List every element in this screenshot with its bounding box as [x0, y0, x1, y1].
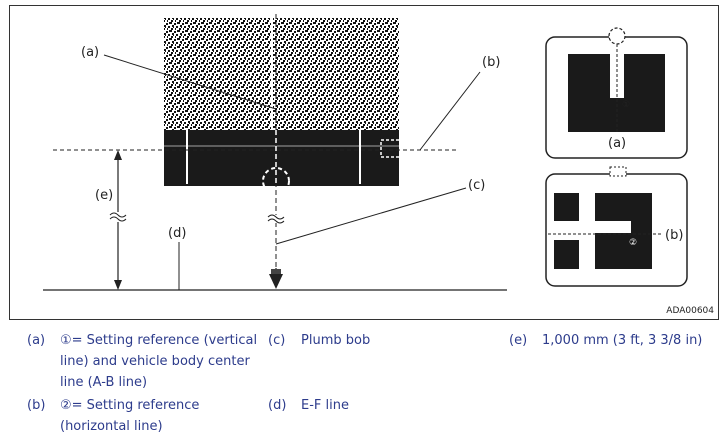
vehicle-frame-bar [164, 130, 399, 186]
mark-2-label: ② [629, 238, 638, 248]
reference-circle [262, 167, 290, 195]
reference-rect-marker [380, 139, 410, 158]
legend-text: ①= Setting reference (vertical line) and… [60, 330, 280, 393]
legend-key: (e) [509, 333, 528, 348]
label-c: (c) [468, 178, 486, 193]
legend-line: Plumb bob [301, 333, 371, 348]
legend: (a) ①= Setting reference (vertical line)… [0, 322, 728, 443]
diagram-figure: (a) (b) (c) (d) (e) (a) (b) ① ② ADA00604 [9, 5, 719, 320]
vehicle-body [164, 18, 399, 130]
legend-text: 1,000 mm (3 ft, 3 3/8 in) [542, 330, 727, 351]
inset-label-a: (a) [608, 136, 627, 151]
label-e: (e) [95, 188, 114, 203]
inset-label-b: (b) [665, 228, 684, 243]
legend-key: (b) [27, 398, 46, 413]
legend-line: E-F line [301, 398, 349, 413]
label-b: (b) [482, 55, 501, 70]
legend-line: line (A-B line) [60, 375, 148, 390]
plumb-bob [269, 274, 283, 289]
mark-1-label: ① [622, 100, 631, 110]
legend-text: ②= Setting reference (horizontal line) [60, 395, 280, 437]
legend-line: ②= Setting reference [60, 398, 200, 413]
legend-line: 1,000 mm (3 ft, 3 3/8 in) [542, 333, 703, 348]
label-a: (a) [81, 45, 100, 60]
legend-text: E-F line [301, 395, 349, 416]
legend-line: (horizontal line) [60, 419, 163, 434]
legend-line: ①= Setting reference (vertical [60, 333, 258, 348]
legend-key: (c) [268, 333, 286, 348]
label-d: (d) [168, 226, 187, 241]
legend-line: line) and vehicle body center [60, 354, 250, 369]
figure-id: ADA00604 [666, 306, 714, 316]
legend-key: (d) [268, 398, 287, 413]
legend-text: Plumb bob [301, 330, 370, 351]
diagram-canvas [43, 14, 688, 291]
legend-key: (a) [27, 333, 46, 348]
